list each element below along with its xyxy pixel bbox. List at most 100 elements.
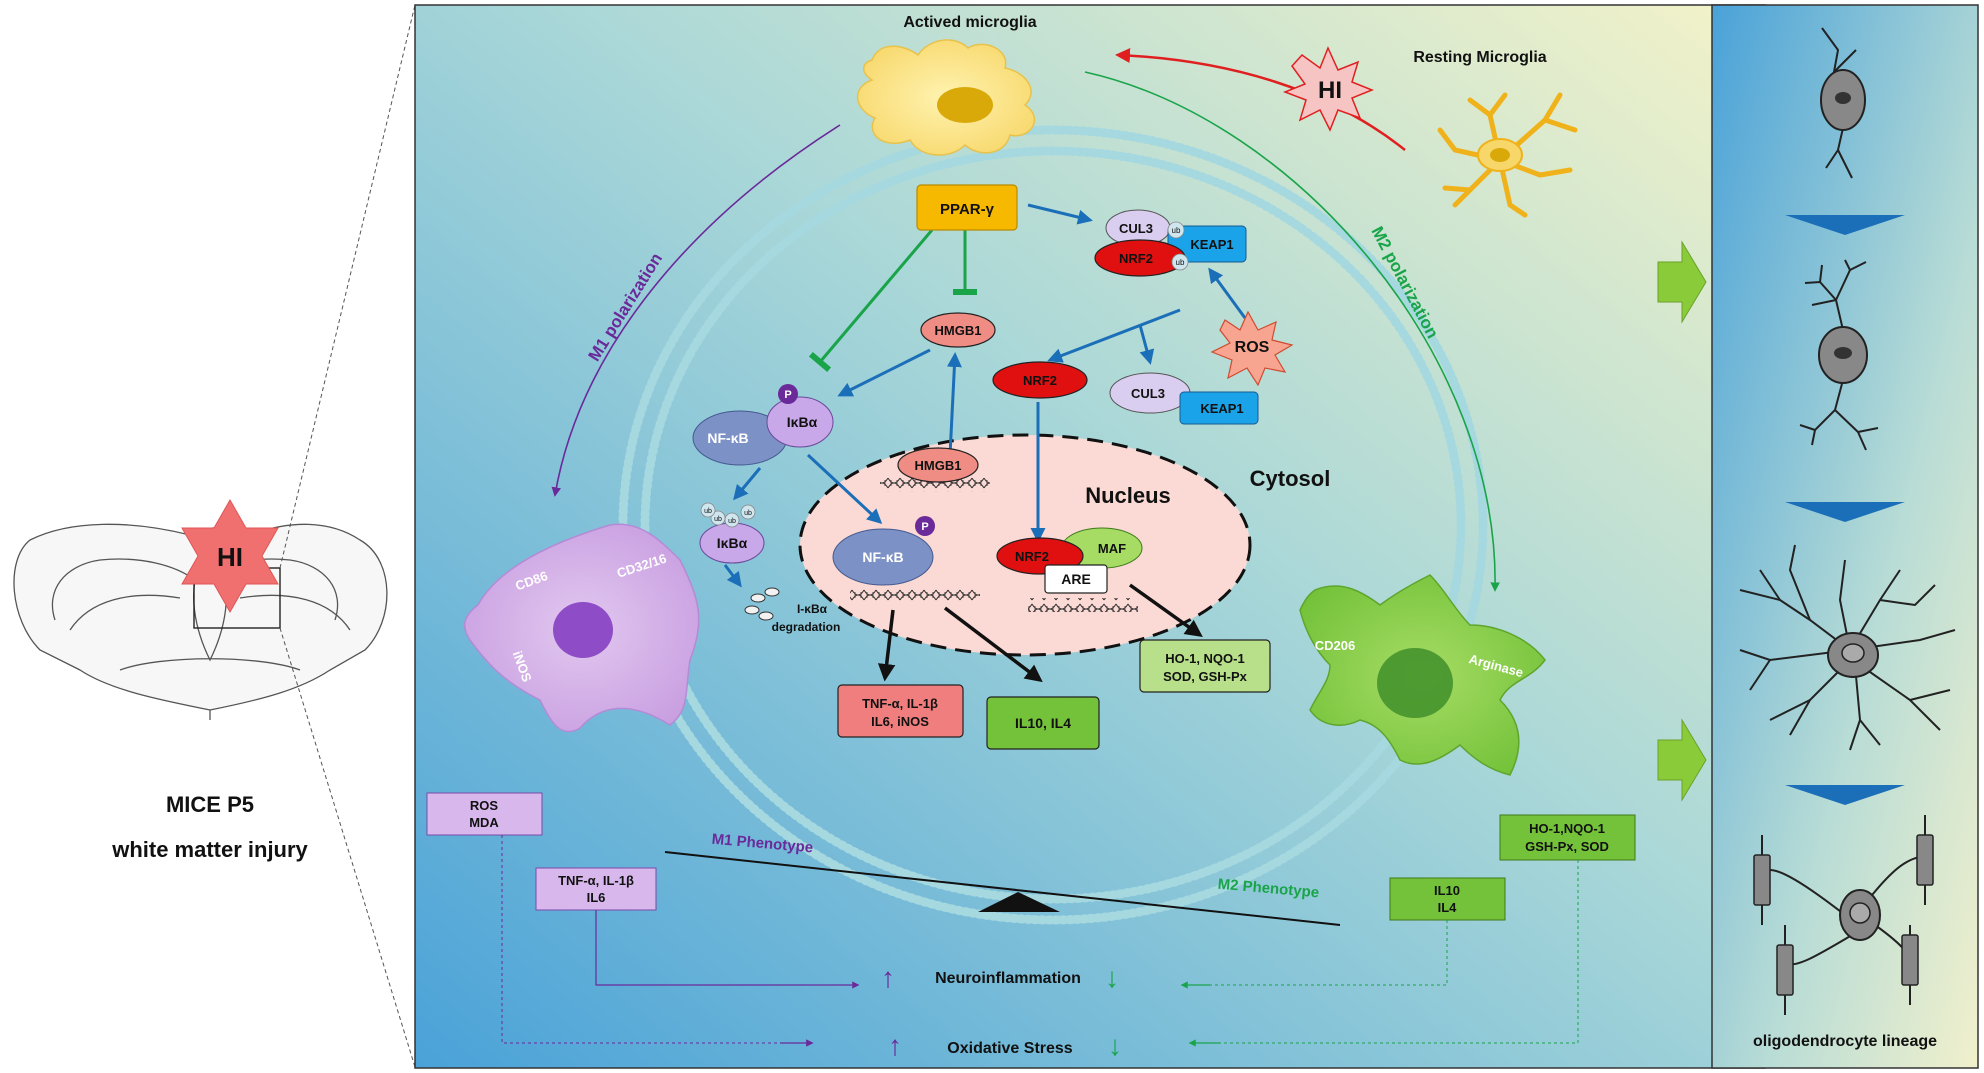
dna-strand-nfkb <box>850 588 980 602</box>
complex-ub-bottom <box>1171 253 1189 271</box>
cytosol-label: Cytosol <box>1250 466 1331 491</box>
opc-cell-nucleus <box>1835 92 1851 104</box>
ppar-gamma-label: PPAR-γ <box>940 201 995 218</box>
nfkb-nucleus <box>832 528 934 586</box>
are-box <box>1044 564 1108 594</box>
lineage-label: oligodendrocyte lineage <box>1753 1033 1937 1050</box>
lineage-step-arrow-3 <box>1785 785 1905 805</box>
ho-nqo-box <box>1499 814 1636 861</box>
ppar-gamma-box <box>916 184 1018 231</box>
neuroinflammation-label: Neuroinflammation <box>935 970 1081 987</box>
lineage-arrow-bottom <box>1657 718 1707 802</box>
cul3-free-label: CUL3 <box>1131 386 1165 401</box>
hi-arrow <box>1115 48 1406 151</box>
pro-inflammatory-line2: IL6, iNOS <box>871 714 929 729</box>
myelin-segments <box>1753 834 1934 996</box>
hmgb1-cytosol-label: HMGB1 <box>935 323 982 338</box>
complex-ub-bottom-label: ub <box>1176 258 1185 267</box>
nrf2-nucleus-label: NRF2 <box>1015 549 1049 564</box>
ros-mda-box <box>426 792 543 836</box>
ho-nqo-line1: HO-1,NQO-1 <box>1529 821 1605 836</box>
brain-hi-label: HI <box>217 542 243 572</box>
ub-chain-label-3: ub <box>744 510 752 517</box>
pro-inflammatory-line1: TNF-α, IL-1β <box>862 696 938 711</box>
oxidative-stress-label: Oxidative Stress <box>947 1040 1073 1057</box>
brain-section: HI MICE P5 white matter injury <box>13 4 416 1068</box>
ub-chain-label-1: ub <box>714 516 722 523</box>
phospho-nucleus <box>915 516 935 536</box>
lineage-arrow-top <box>1657 240 1707 324</box>
neuroinflammation-down-arrow: ↓ <box>1105 962 1119 993</box>
pro-inflammatory-box <box>837 684 964 738</box>
zoom-line-top <box>279 4 416 569</box>
m2-polarization-arrow <box>1084 71 1500 592</box>
ub-chain <box>700 502 756 528</box>
dna-strand-hmgb1 <box>880 478 990 492</box>
nrf2-free <box>992 361 1088 399</box>
balance-connectors <box>501 835 1579 1047</box>
il10-il4-line1: IL10 <box>1434 883 1460 898</box>
main-panel: Nucleus Cytosol Actived microglia Restin… <box>414 4 1766 1069</box>
degradation-label-line1: I-κBα <box>797 602 828 616</box>
keap1-free <box>1179 391 1259 425</box>
lineage-step-arrow-2 <box>1785 502 1905 522</box>
phospho-nucleus-label: P <box>921 521 928 533</box>
neuroinflammation-up-arrow: ↑ <box>881 962 895 993</box>
keap1-free-label: KEAP1 <box>1200 401 1243 416</box>
ho-nqo-line2: GSH-Px, SOD <box>1525 839 1609 854</box>
m2-microglia <box>1299 574 1546 776</box>
brain-hi-star <box>181 498 279 614</box>
balance-fulcrum <box>978 892 1060 912</box>
antioxidant-line1: HO-1, NQO-1 <box>1165 651 1244 666</box>
ros-mda-line2: MDA <box>469 815 499 830</box>
oxidative-stress-up-arrow: ↑ <box>888 1030 902 1061</box>
nfkb-nucleus-label: NF-κB <box>862 549 903 565</box>
tnf-il-line1: TNF-α, IL-1β <box>558 873 634 888</box>
nfkb-cytosol-label: NF-κB <box>707 430 748 446</box>
tnf-il-line2: IL6 <box>587 890 606 905</box>
anti-inflammatory-label: IL10, IL4 <box>1015 715 1071 731</box>
antioxidant-box <box>1139 639 1271 693</box>
hi-burst <box>1282 46 1375 132</box>
are-label: ARE <box>1061 571 1091 587</box>
complex-ub-top <box>1167 221 1185 239</box>
complex-cul3-label: CUL3 <box>1119 221 1153 236</box>
pre-ol-cell-nucleus <box>1834 347 1852 359</box>
pre-ol-cell <box>1799 259 1879 451</box>
complex-keap1-label: KEAP1 <box>1190 237 1233 252</box>
phospho-cytosol-label: P <box>784 389 791 401</box>
hmgb1-cytosol <box>920 312 996 348</box>
m1-polarization-arrow <box>551 124 841 497</box>
anti-inflammatory-box <box>986 696 1100 750</box>
ub-chain-label-2: ub <box>728 518 736 525</box>
immature-ol-cell-nucleus <box>1841 643 1865 663</box>
lineage-panel: oligodendrocyte lineage <box>1711 4 1979 1069</box>
brain-caption-line2: white matter injury <box>111 837 308 862</box>
brain-caption-line1: MICE P5 <box>166 792 254 817</box>
phospho-cytosol <box>778 384 798 404</box>
pathway-arrows <box>723 203 1247 683</box>
brain-outline <box>13 523 388 720</box>
resting-microglia-label: Resting Microglia <box>1413 49 1546 66</box>
lineage-step-arrow-1 <box>1785 215 1905 235</box>
complex-nrf2-label: NRF2 <box>1119 251 1153 266</box>
ikba-ubiquitinated-label: IκBα <box>717 535 748 551</box>
nrf2-free-label: NRF2 <box>1023 373 1057 388</box>
degradation-label-line2: degradation <box>772 620 841 634</box>
m2-marker-cd206: CD206 <box>1315 638 1355 653</box>
activated-microglia <box>856 39 1036 156</box>
resting-microglia-nucleus <box>1490 148 1510 162</box>
complex-ub-top-label: ub <box>1172 226 1181 235</box>
oxidative-stress-down-arrow: ↓ <box>1108 1030 1122 1061</box>
nucleus-label: Nucleus <box>1085 483 1171 508</box>
hmgb1-nucleus-label: HMGB1 <box>915 458 962 473</box>
ikba-cytosol-label: IκBα <box>787 414 818 430</box>
hmgb1-nucleus <box>897 447 979 483</box>
ikba-cytosol <box>766 396 834 448</box>
maf-label: MAF <box>1098 541 1126 556</box>
hi-burst-label: HI <box>1318 77 1342 104</box>
il10-il4-line2: IL4 <box>1438 900 1458 915</box>
antioxidant-line2: SOD, GSH-Px <box>1163 669 1248 684</box>
cul3-keap1-nrf2-complex <box>1094 209 1247 277</box>
